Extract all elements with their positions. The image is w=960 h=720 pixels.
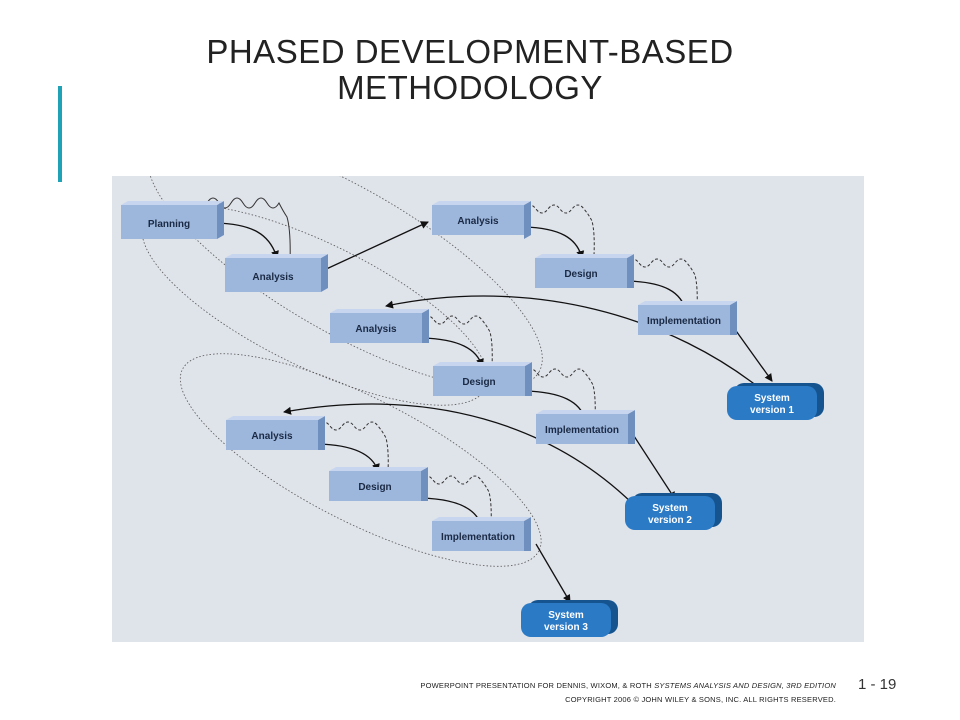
- system-version-2: System version 2: [625, 493, 722, 530]
- footer-credit: POWERPOINT PRESENTATION FOR DENNIS, WIXO…: [420, 679, 836, 707]
- footer-line-2: COPYRIGHT 2006 © JOHN WILEY & SONS, INC.…: [565, 695, 836, 704]
- version-3-label: version 3: [544, 622, 588, 633]
- design-box-cycle2: Design: [433, 362, 532, 396]
- implementation-box-cycle2: Implementation: [536, 410, 635, 444]
- cycle-1-ellipse: [147, 131, 543, 389]
- phased-development-diagram: Planning Analysis Analysis Design Implem…: [112, 131, 864, 642]
- version-1-label: version 1: [750, 405, 794, 416]
- system-word: System: [754, 393, 790, 404]
- implementation-box-cycle3: Implementation: [432, 517, 531, 551]
- analysis-box-cycle3: Analysis: [226, 416, 325, 450]
- page-number: 1 - 19: [858, 676, 897, 693]
- arrow-impl1-version1: [733, 327, 773, 382]
- design-box-cycle3: Design: [329, 467, 428, 501]
- design-label: Design: [358, 482, 391, 493]
- implementation-label: Implementation: [647, 316, 721, 327]
- system-word: System: [652, 503, 688, 514]
- analysis-box-cycle1: Analysis: [432, 201, 531, 239]
- design-label: Design: [564, 269, 597, 280]
- page-title: PHASED DEVELOPMENT-BASED METHODOLOGY: [150, 34, 790, 106]
- arrow-impl3-version3: [535, 543, 571, 603]
- analysis-label: Analysis: [457, 216, 499, 227]
- implementation-box-cycle1: Implementation: [638, 301, 737, 335]
- analysis-box-cycle2: Analysis: [330, 309, 429, 343]
- system-word: System: [548, 610, 584, 621]
- system-version-3: System version 3: [521, 600, 618, 637]
- arrow-version2-feedback: [283, 403, 633, 504]
- title-line-2: METHODOLOGY: [337, 69, 603, 106]
- analysis-label: Analysis: [355, 324, 397, 335]
- implementation-label: Implementation: [545, 425, 619, 436]
- analysis-label: Analysis: [251, 431, 293, 442]
- version-2-label: version 2: [648, 515, 692, 526]
- design-box-cycle1: Design: [535, 254, 634, 288]
- design-label: Design: [462, 377, 495, 388]
- arrow-planning-analysis: [215, 222, 279, 259]
- arrow-impl2-version2: [633, 435, 676, 500]
- analysis-box-initial: Analysis: [225, 254, 328, 292]
- title-line-1: PHASED DEVELOPMENT-BASED: [206, 33, 734, 70]
- arrow-version1-feedback: [385, 295, 768, 395]
- planning-box: Planning: [121, 201, 224, 239]
- footer-line-1: POWERPOINT PRESENTATION FOR DENNIS, WIXO…: [420, 681, 836, 690]
- system-version-1: System version 1: [727, 383, 824, 420]
- analysis-label: Analysis: [252, 272, 294, 283]
- implementation-label: Implementation: [441, 532, 515, 543]
- arrow-analysis-cycle1: [321, 221, 429, 272]
- planning-label: Planning: [148, 219, 190, 230]
- cycle-3-ellipse: [179, 353, 542, 567]
- accent-bar: [58, 86, 62, 182]
